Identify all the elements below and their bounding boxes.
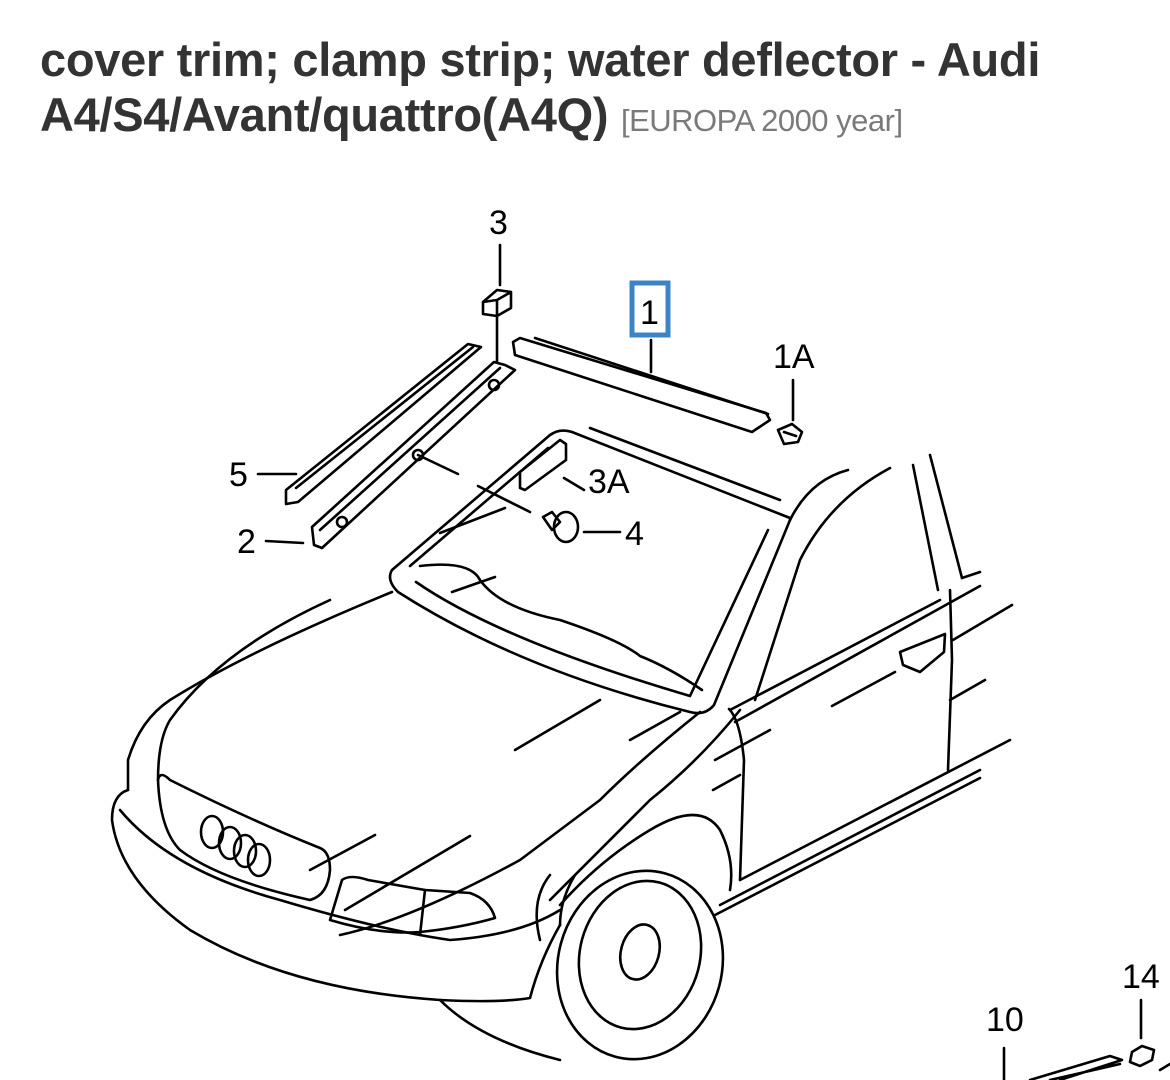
callout-1[interactable]: 1 <box>640 294 659 332</box>
callout-labels: 1 1A 2 3 3A 4 5 10 14 <box>229 204 1160 1039</box>
car-drawing <box>110 426 1014 1062</box>
callout-2[interactable]: 2 <box>237 523 256 561</box>
part-2-clamp-strip[interactable] <box>310 360 517 550</box>
part-10-strip[interactable] <box>1028 1054 1124 1080</box>
page-subtitle: [EUROPA 2000 year] <box>620 103 903 138</box>
callout-14[interactable]: 14 <box>1122 958 1160 996</box>
part-4-clip[interactable] <box>541 510 580 544</box>
callout-3[interactable]: 3 <box>489 204 508 242</box>
part-5-cover-trim[interactable] <box>284 342 483 506</box>
part-3A-bracket[interactable] <box>518 438 568 492</box>
part-3-end-cap[interactable] <box>481 288 513 318</box>
callout-3A[interactable]: 3A <box>588 463 630 501</box>
callout-5[interactable]: 5 <box>229 456 248 494</box>
part-14-clip[interactable] <box>1128 1044 1170 1072</box>
callout-10[interactable]: 10 <box>986 1001 1024 1039</box>
part-1A-clip[interactable] <box>776 422 804 446</box>
part-1-water-deflector[interactable] <box>511 336 772 434</box>
page-title-text: cover trim; clamp strip; water deflector… <box>40 33 1041 141</box>
leader-lines <box>256 243 1143 1080</box>
selected-part-highlight <box>629 280 671 338</box>
callout-1A[interactable]: 1A <box>773 338 815 376</box>
callout-4[interactable]: 4 <box>625 515 644 553</box>
page-title: cover trim; clamp strip; water deflector… <box>40 32 1160 148</box>
